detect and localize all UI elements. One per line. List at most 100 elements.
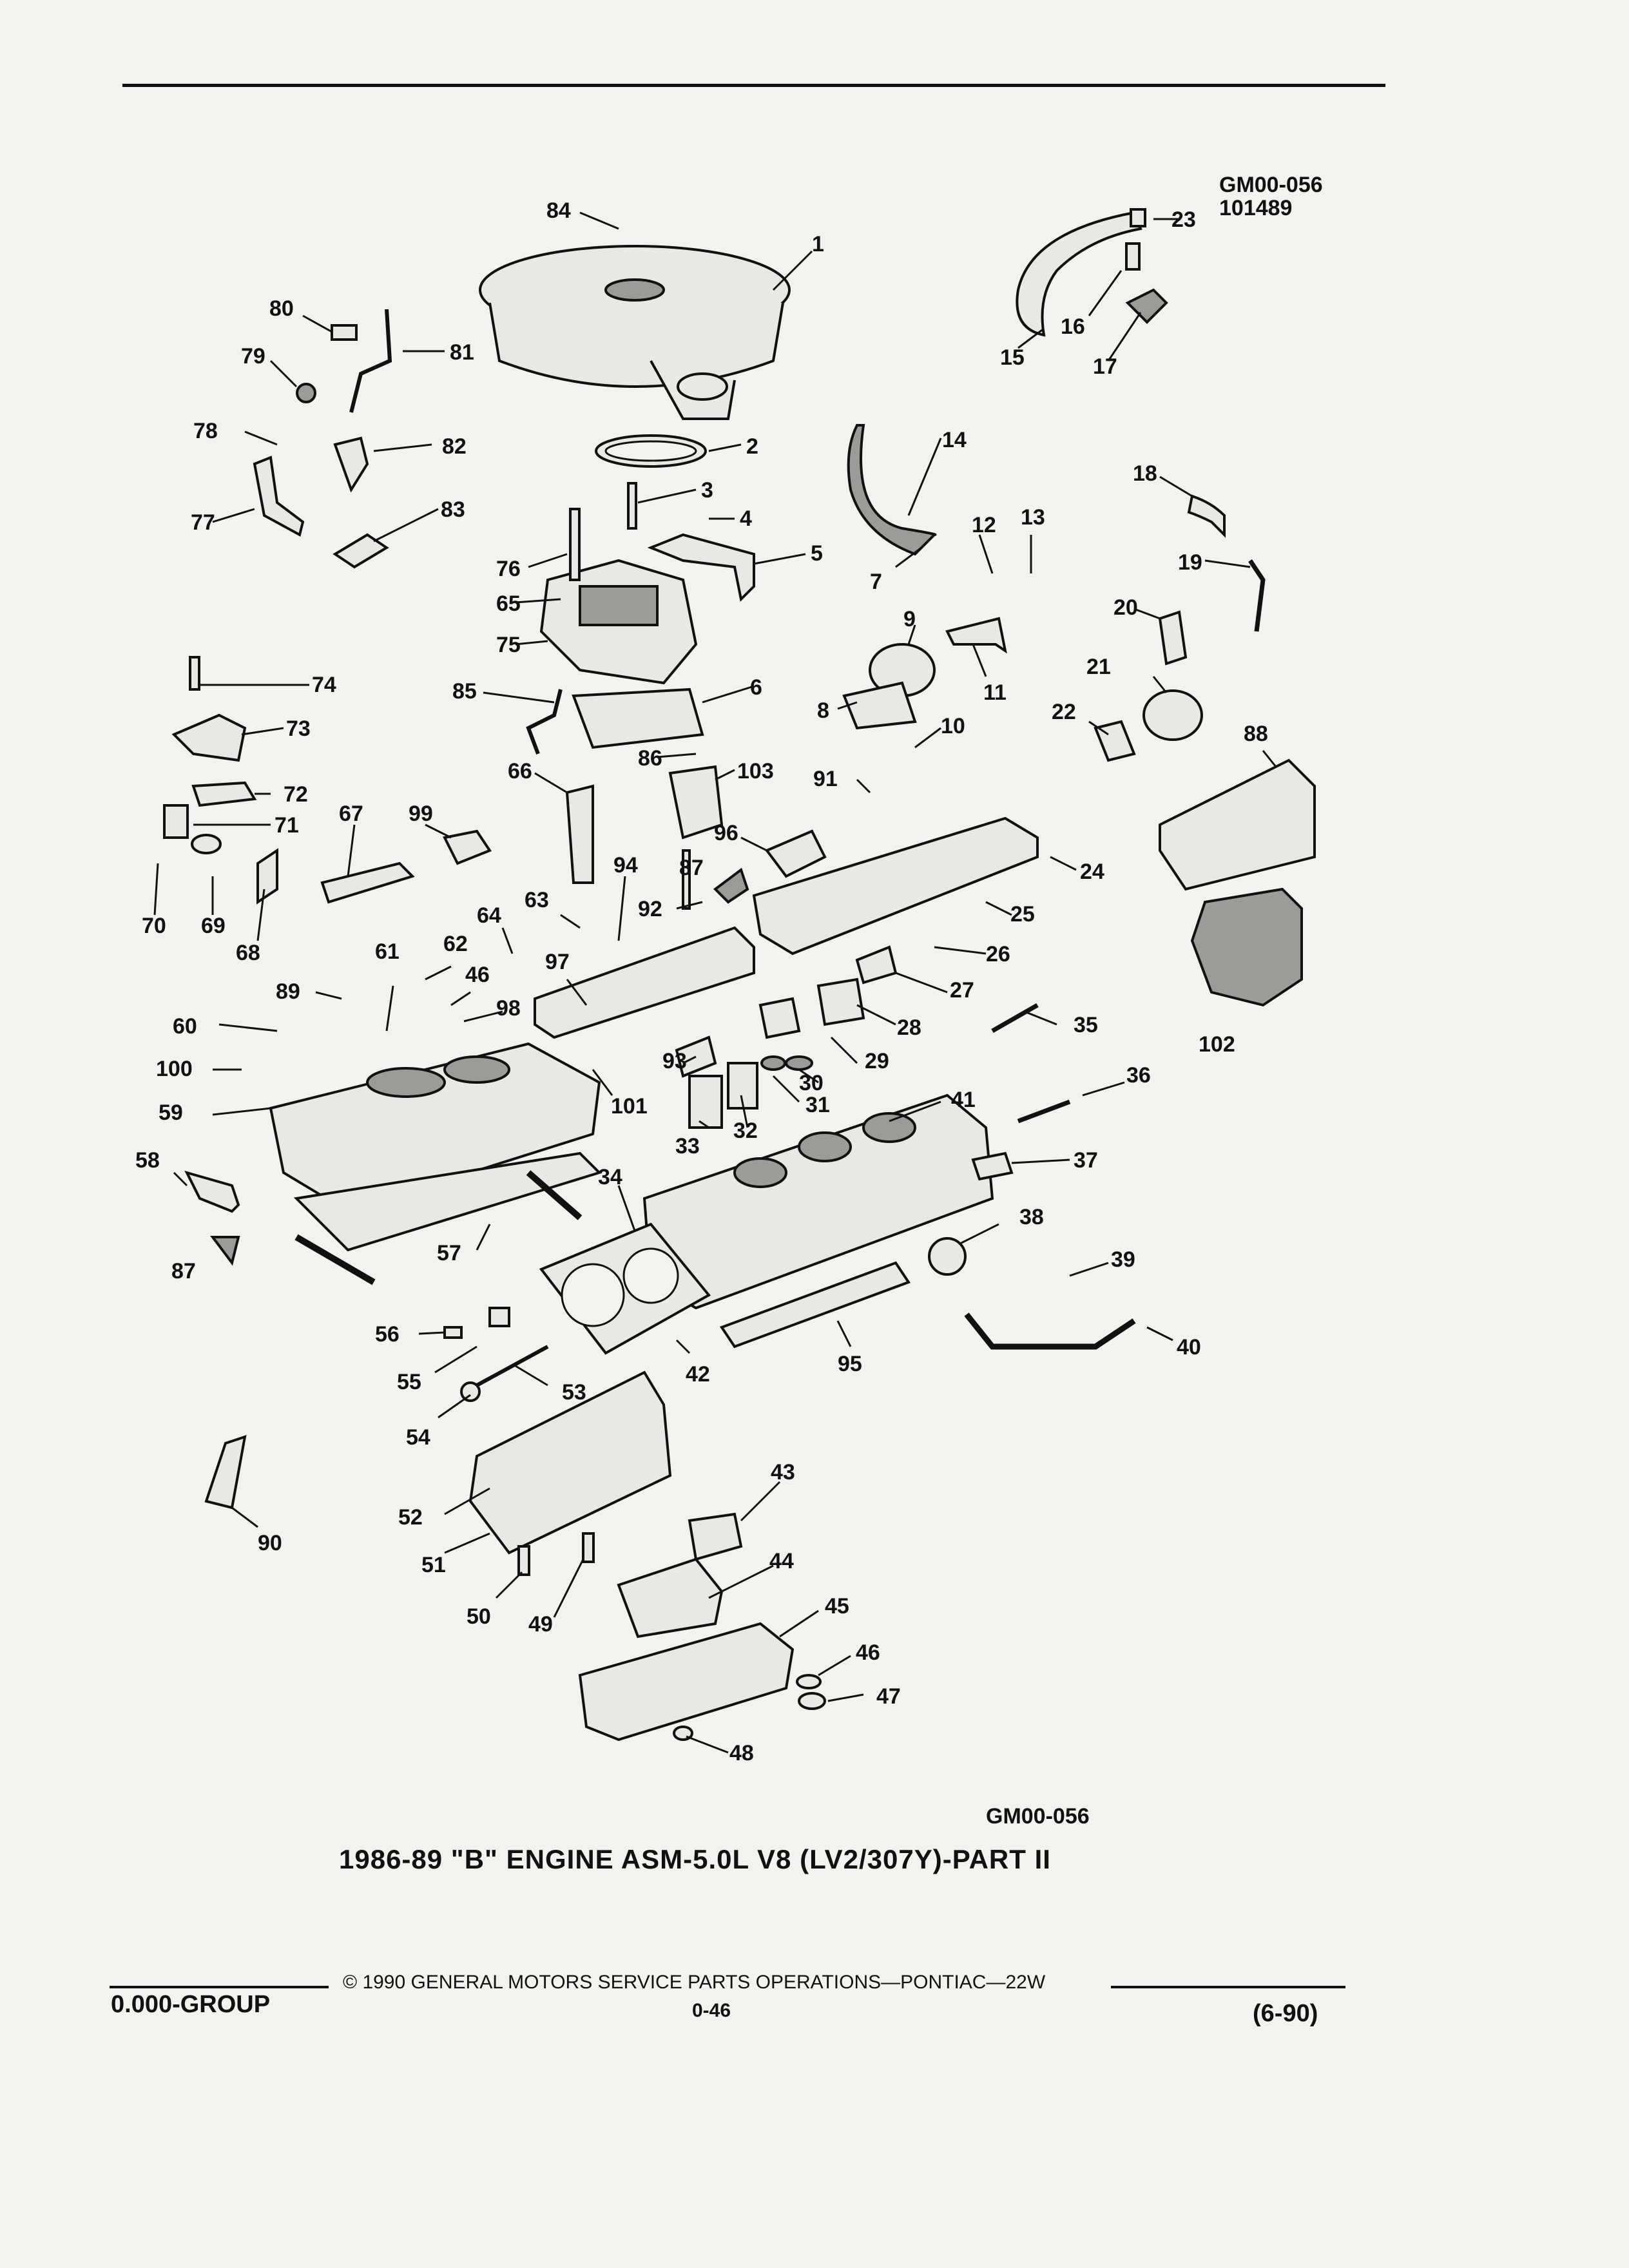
seal-part (526, 1170, 583, 1220)
tube-part (526, 689, 563, 755)
rocker-arm-part (758, 997, 801, 1039)
callout-label: 56 (375, 1322, 400, 1347)
exhaust-manifold-part (468, 1370, 672, 1555)
diagram-title: 1986-89 "B" ENGINE ASM-5.0L V8 (LV2/307Y… (339, 1844, 1051, 1874)
callout-label: 78 (193, 419, 218, 443)
solenoid-part (668, 765, 724, 840)
callout-label: 102 (1199, 1032, 1235, 1057)
callout-label: 74 (312, 673, 336, 697)
callout-label: 41 (951, 1088, 976, 1112)
callout-label: 49 (528, 1612, 553, 1637)
callout-label: 89 (276, 979, 300, 1004)
head-port-part (733, 1157, 787, 1188)
elbow-part (1187, 494, 1226, 538)
callout-label: 69 (201, 914, 226, 938)
callout-label: 9 (903, 607, 916, 631)
callout-label: 27 (950, 978, 974, 1003)
callout-label: 29 (865, 1049, 889, 1073)
callout-label: 38 (1019, 1205, 1044, 1229)
callout-label: 13 (1021, 505, 1045, 530)
bracket-part (333, 436, 369, 493)
fitting-part (191, 834, 222, 854)
rocker-rail-part (534, 926, 755, 1039)
gasket-part (191, 781, 257, 807)
callout-label: 21 (1086, 655, 1111, 679)
bracket-part (253, 456, 305, 537)
callout-label: 76 (496, 557, 521, 581)
callout-label: 51 (421, 1553, 446, 1577)
callout-label: 62 (443, 932, 468, 956)
callout-label: 68 (236, 941, 260, 965)
copyright-line: © 1990 GENERAL MOTORS SERVICE PARTS OPER… (343, 1972, 1046, 1993)
grommet-part (1158, 610, 1188, 666)
callout-label: 48 (729, 1741, 754, 1765)
callout-label: 75 (496, 633, 521, 657)
bracket-part (565, 784, 594, 884)
callout-label: 94 (613, 853, 638, 878)
callout-label: 79 (241, 344, 265, 369)
callout-label: 35 (1074, 1013, 1098, 1037)
callout-label: 82 (442, 434, 467, 459)
manifold-port-part (366, 1067, 446, 1098)
callout-label: 23 (1171, 207, 1196, 232)
retainer-part (785, 1055, 813, 1071)
callout-label: 30 (799, 1071, 824, 1095)
callout-label: 24 (1080, 860, 1104, 884)
callout-label: 96 (714, 821, 738, 845)
callout-label: 60 (173, 1014, 197, 1039)
seal-part (460, 1381, 481, 1402)
plug-part (331, 324, 358, 341)
callout-label: 57 (437, 1241, 461, 1265)
head-port-part (862, 1112, 916, 1143)
callout-label: 3 (701, 478, 713, 503)
callout-label: 17 (1093, 354, 1117, 379)
sensor-part (443, 829, 492, 865)
callout-label: 42 (686, 1362, 710, 1387)
dipstick-part (476, 1345, 549, 1387)
callout-label: 34 (598, 1165, 622, 1189)
retainer-part (760, 1055, 786, 1071)
intake-manifold-part (269, 1042, 601, 1213)
callout-label: 26 (986, 942, 1010, 966)
callout-label: 33 (675, 1134, 700, 1158)
footer-rule-right (1111, 1986, 1345, 1988)
flex-duct-part (847, 424, 937, 556)
gasket-part (572, 687, 704, 749)
callout-label: 81 (450, 340, 474, 365)
manifold-gasket-part (293, 1151, 602, 1252)
plug-part (443, 1326, 463, 1339)
heat-shield-part (578, 1622, 795, 1742)
stud-part (189, 656, 200, 691)
callout-label: 46 (465, 963, 490, 987)
stud-part (582, 1532, 595, 1563)
direction-arrow-icon (210, 1236, 240, 1266)
housing-part (171, 713, 247, 762)
callout-label: 92 (638, 897, 662, 921)
bracket-part (320, 861, 415, 904)
callout-label: 72 (284, 782, 308, 807)
callout-label: 86 (638, 746, 662, 771)
callout-label: 73 (286, 716, 311, 741)
callout-label: 19 (1178, 550, 1202, 575)
callout-label: 28 (897, 1015, 921, 1040)
callout-label: 88 (1244, 722, 1268, 746)
sleeve-part (163, 804, 189, 839)
callout-label: 67 (339, 802, 363, 826)
carburetor-part (539, 482, 698, 685)
pcv-valve-part (1125, 242, 1141, 271)
callout-label: 95 (838, 1352, 862, 1376)
callout-label: 22 (1052, 700, 1076, 724)
top-rule (122, 84, 1385, 87)
callout-label: 99 (409, 802, 433, 826)
revision-date: (6-90) (1253, 2000, 1318, 2027)
pipe-part (964, 1312, 1136, 1350)
gasket-part (333, 533, 389, 569)
callout-label: 63 (525, 888, 549, 912)
fitting-part (488, 1307, 510, 1327)
callout-label: 44 (769, 1549, 794, 1573)
callout-label: 61 (375, 939, 400, 964)
callout-label: 70 (142, 914, 166, 938)
tube-part (349, 309, 392, 413)
callout-label: 36 (1126, 1063, 1151, 1088)
washer-part (798, 1692, 826, 1710)
